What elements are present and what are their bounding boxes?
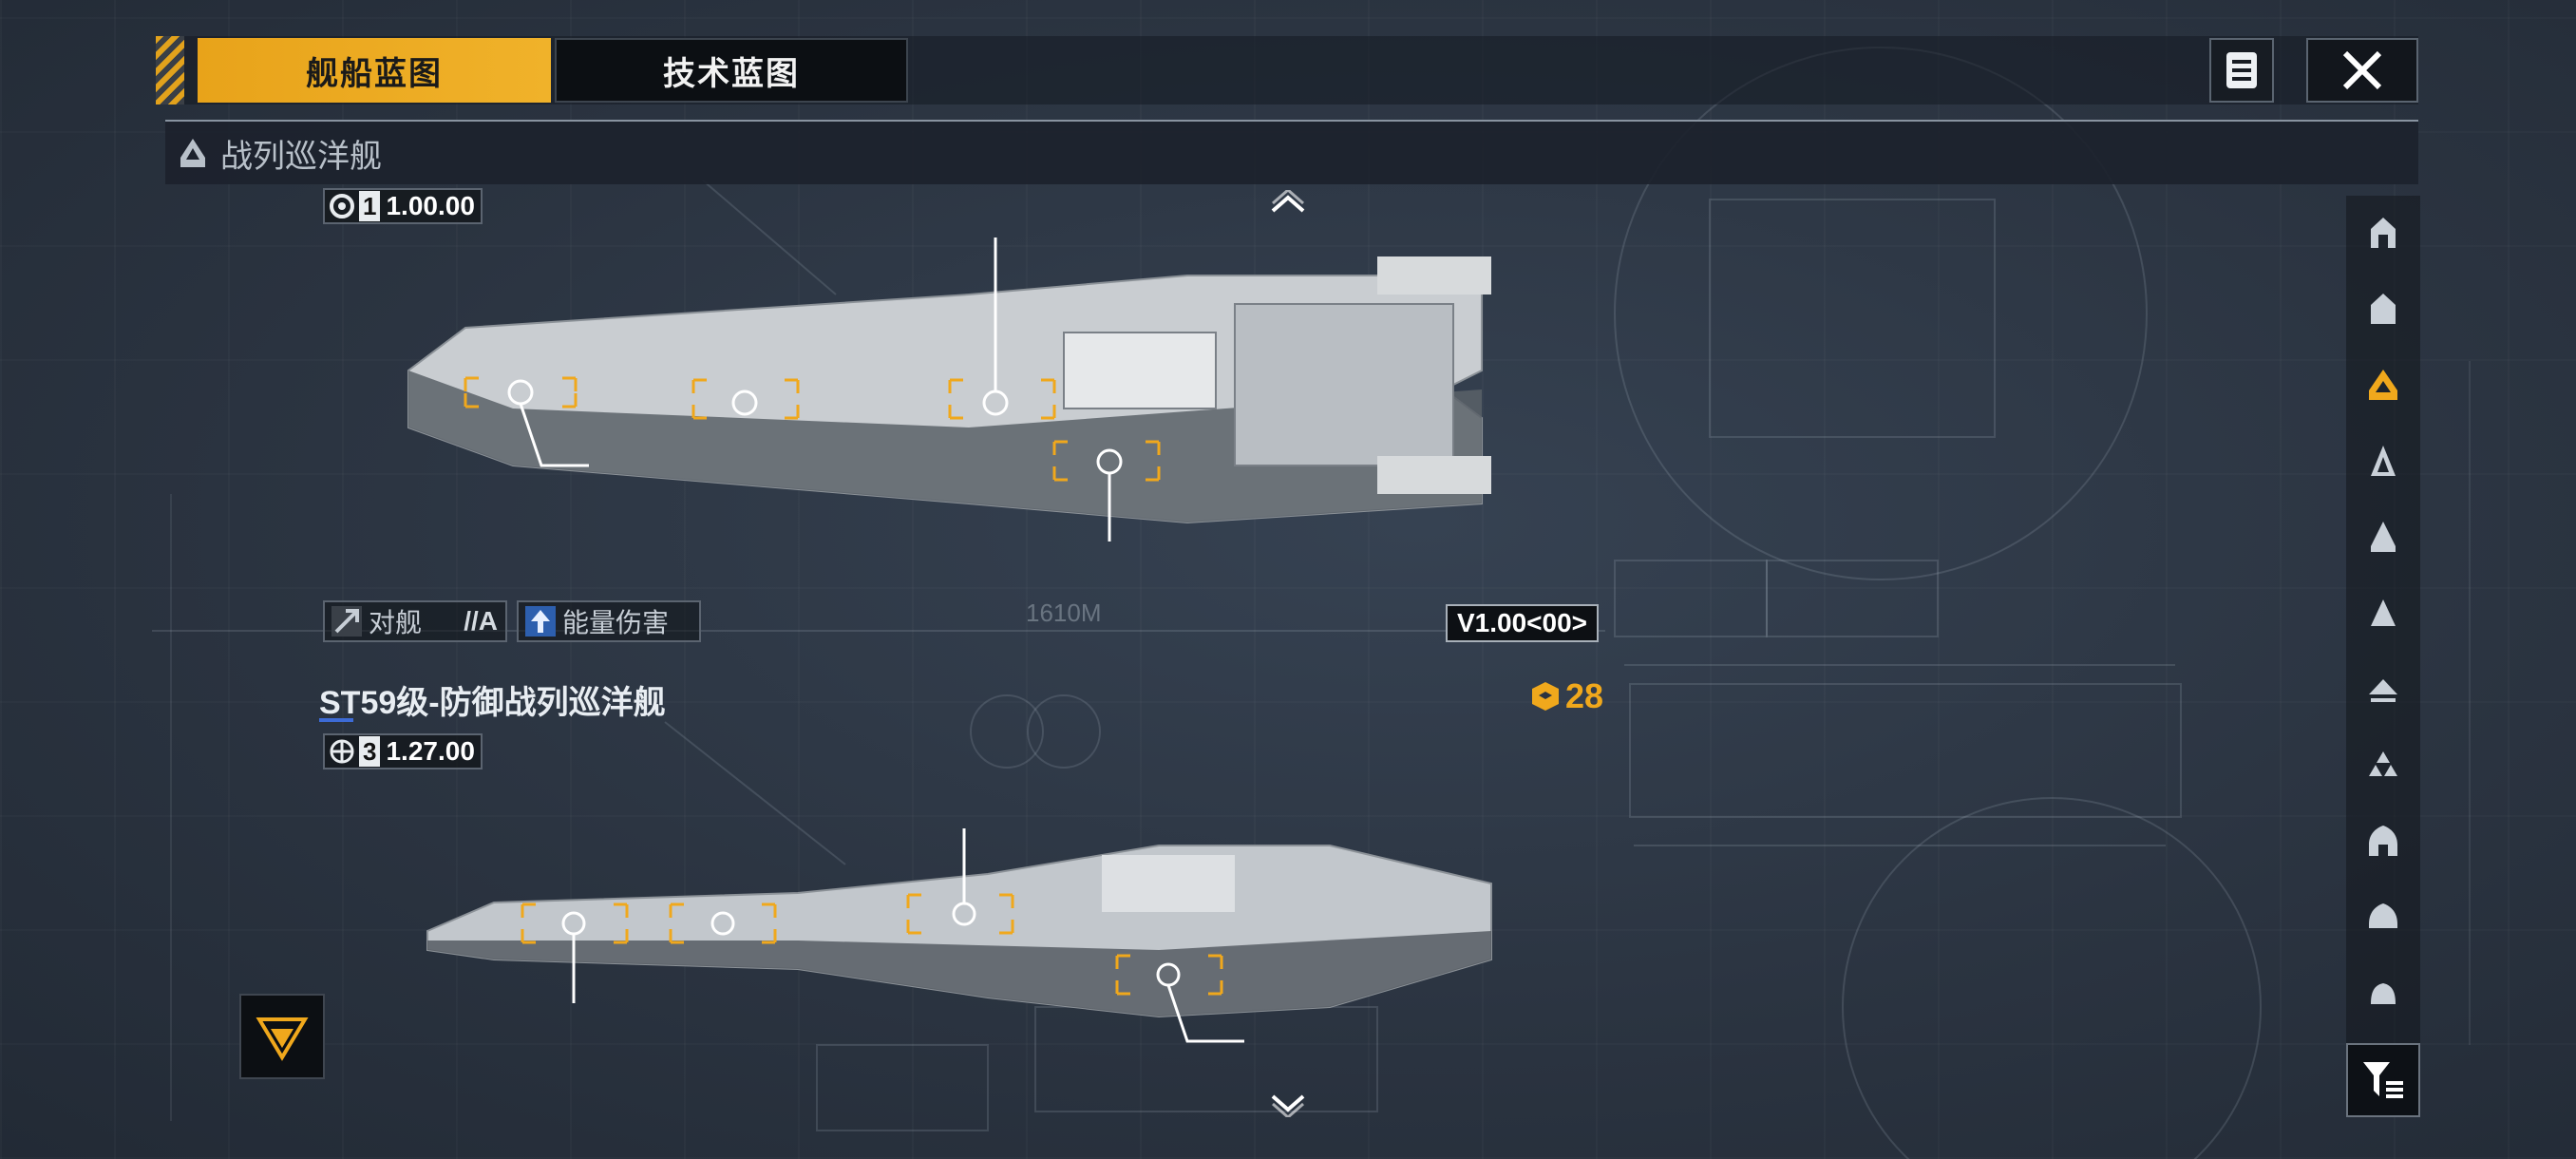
ship-class-3-button[interactable] <box>2346 348 2420 422</box>
ship-class-11-icon <box>2371 983 2396 1004</box>
ship-scale-tag-bottom: 3 1.27.00 <box>323 733 483 770</box>
document-icon <box>2226 52 2257 88</box>
tab-tech-blueprint-label: 技术蓝图 <box>663 55 800 92</box>
attack-target-attr: 对舰 //A <box>323 600 507 642</box>
scale-prefix-bottom: 3 <box>359 736 381 767</box>
ship-model-bottom[interactable] <box>418 826 1501 1054</box>
ship-class-5-icon <box>2371 522 2396 552</box>
ship-class-5-button[interactable] <box>2346 500 2420 574</box>
document-button[interactable] <box>2209 38 2274 103</box>
expand-panel-button[interactable] <box>239 994 325 1079</box>
ship-class-header: 战列巡洋舰 <box>165 120 2418 184</box>
ship-class-2-icon <box>2371 294 2396 324</box>
damage-type-attr: 能量伤害 <box>517 600 701 642</box>
triangle-emblem-icon <box>256 1017 309 1061</box>
ship-class-title: 战列巡洋舰 <box>220 138 382 175</box>
filter-icon <box>2363 1062 2403 1098</box>
ship-class-4-icon <box>2371 446 2396 476</box>
energy-damage-icon <box>522 603 559 639</box>
scale-value: 1.00.00 <box>386 191 475 220</box>
ship-class-2-button[interactable] <box>2346 272 2420 346</box>
scale-gear-icon <box>325 190 359 222</box>
cost-value: 28 <box>1565 676 1604 715</box>
ship-name[interactable]: ST59级-防御战列巡洋舰 <box>319 685 666 721</box>
ship-class-6-icon <box>2371 599 2396 626</box>
ship-class-10-button[interactable] <box>2346 880 2420 954</box>
tab-tech-blueprint[interactable]: 技术蓝图 <box>555 38 908 103</box>
attack-grade: //A <box>464 606 498 636</box>
tab-ship-blueprint-label: 舰船蓝图 <box>306 55 443 92</box>
scale-value-bottom: 1.27.00 <box>386 736 475 766</box>
cost-crate-icon <box>1532 682 1559 711</box>
attack-target-label: 对舰 <box>369 608 423 637</box>
ship-class-11-button[interactable] <box>2346 956 2420 1030</box>
ship-class-6-button[interactable] <box>2346 576 2420 650</box>
ship-name-highlight <box>319 718 353 722</box>
ship-length: 1610M <box>1026 598 1102 627</box>
scroll-up-icon[interactable] <box>1269 190 1307 215</box>
ship-class-9-icon <box>2369 826 2397 856</box>
damage-type-label: 能量伤害 <box>562 608 670 637</box>
ship-class-4-button[interactable] <box>2346 424 2420 498</box>
hazard-stripe <box>156 36 184 104</box>
ship-class-7-button[interactable] <box>2346 652 2420 726</box>
ship-class-nav <box>2346 196 2420 1117</box>
scale-globe-icon <box>325 735 359 768</box>
filter-button[interactable] <box>2346 1043 2420 1117</box>
close-button[interactable] <box>2306 38 2418 103</box>
ship-class-1-icon <box>2371 218 2396 248</box>
scroll-down-icon[interactable] <box>1269 1092 1307 1117</box>
ship-class-9-button[interactable] <box>2346 804 2420 878</box>
ship-class-3-icon <box>2369 370 2397 400</box>
version-tag: V1.00<00> <box>1446 604 1600 642</box>
ship-model-top[interactable] <box>399 238 1491 551</box>
anti-ship-icon <box>329 603 365 639</box>
ship-scale-tag-top: 1 1.00.00 <box>323 188 483 224</box>
scale-prefix: 1 <box>359 191 381 221</box>
battlecruiser-class-icon <box>180 139 205 167</box>
ship-cost: 28 <box>1529 676 1603 716</box>
close-icon <box>2342 50 2382 90</box>
ship-class-1-button[interactable] <box>2346 196 2420 270</box>
ship-class-7-icon <box>2369 679 2397 702</box>
ship-class-8-icon <box>2369 751 2397 776</box>
tab-ship-blueprint[interactable]: 舰船蓝图 <box>198 38 551 103</box>
top-bar: 舰船蓝图 技术蓝图 <box>156 36 2418 104</box>
ship-class-8-button[interactable] <box>2346 728 2420 802</box>
ship-class-10-icon <box>2369 903 2397 928</box>
